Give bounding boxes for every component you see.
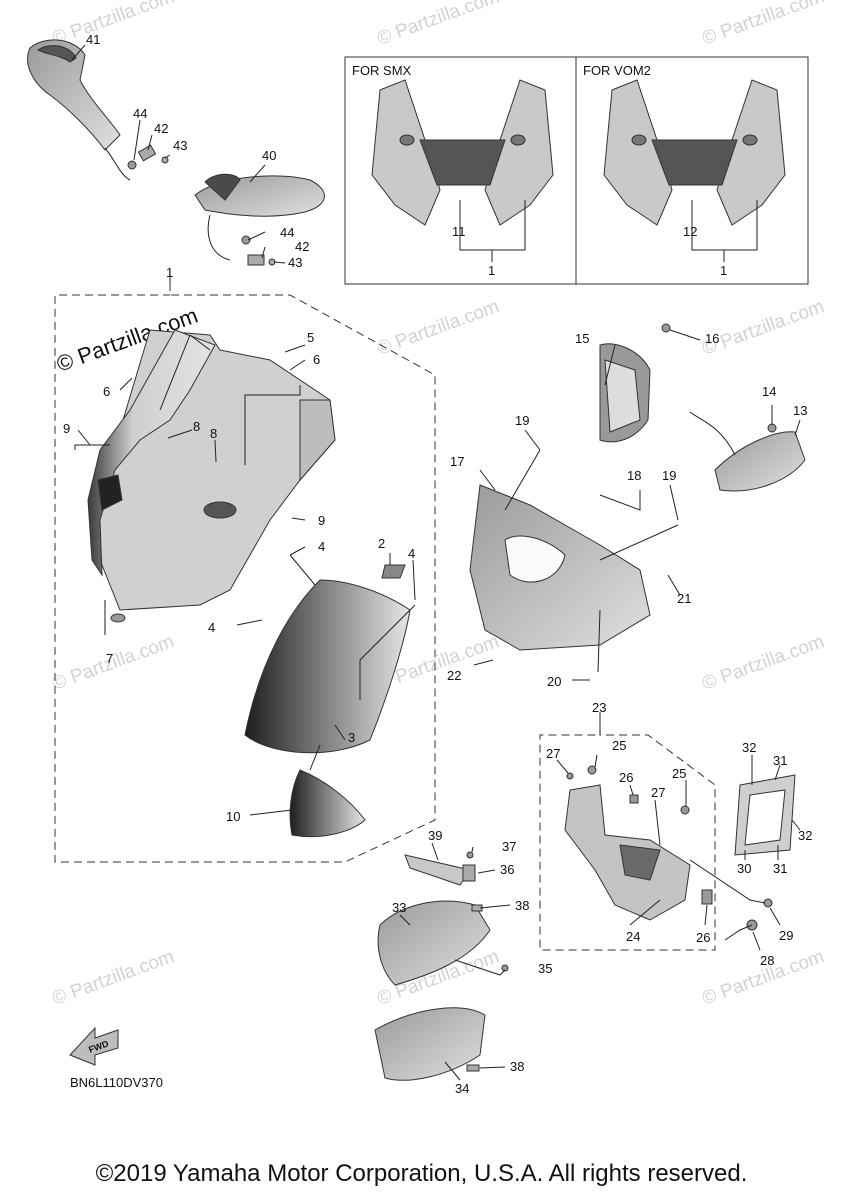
callout-label: 4 — [318, 539, 325, 554]
mirror-40 — [194, 173, 325, 266]
fwd-arrow-icon: FWD — [69, 1026, 119, 1066]
callout-label: 30 — [737, 861, 751, 876]
callout-label: 42 — [295, 239, 309, 254]
callout-label: 43 — [173, 138, 187, 153]
copyright-notice: ©2019 Yamaha Motor Corporation, U.S.A. A… — [95, 1160, 748, 1187]
callout-label: 43 — [288, 255, 302, 270]
watermark: © Partzilla.com — [375, 0, 502, 50]
callout-label: 41 — [86, 32, 100, 47]
callout-label: 12 — [683, 224, 697, 239]
callout-label: 6 — [103, 384, 110, 399]
inset-title-vom2: FOR VOM2 — [583, 63, 651, 78]
callout-label: 35 — [538, 961, 552, 976]
callout-label: 1 — [166, 265, 173, 280]
diagram-code: BN6L110DV370 — [70, 1075, 163, 1090]
callout-label: 19 — [515, 413, 529, 428]
callout-label: 15 — [575, 331, 589, 346]
callout-label: 2 — [378, 536, 385, 551]
callout-label: 28 — [760, 953, 774, 968]
watermark: © Partzilla.com — [375, 296, 502, 360]
callout-label: 26 — [619, 770, 633, 785]
callout-label: 44 — [133, 106, 147, 121]
leader-lines — [71, 44, 801, 1081]
watermark: © Partzilla.com — [700, 0, 827, 50]
callout-label: 3 — [348, 730, 355, 745]
callout-label: 32 — [742, 740, 756, 755]
headlight-assembly — [469, 323, 806, 651]
watermark: © Partzilla.com — [700, 296, 827, 360]
callout-label: 25 — [672, 766, 686, 781]
watermark: © Partzilla.com — [50, 631, 177, 695]
variant-inset: FOR SMX FOR VOM2 11 1 12 1 — [344, 56, 809, 285]
callout-label: 21 — [677, 591, 691, 606]
callout-label: 19 — [662, 468, 676, 483]
callout-label: 8 — [193, 419, 200, 434]
callout-label: 29 — [779, 928, 793, 943]
callout-label: 37 — [502, 839, 516, 854]
callout-label: 11 — [452, 224, 466, 239]
callout-label: 31 — [773, 753, 787, 768]
callout-label: 5 — [307, 330, 314, 345]
vent-panel — [734, 774, 796, 856]
callout-label: 9 — [63, 421, 70, 436]
callout-label: 13 — [793, 403, 807, 418]
callout-label: 27 — [546, 746, 560, 761]
callouts: 41 44 42 43 40 44 42 43 1 5 6 6 9 8 8 9 … — [63, 32, 812, 1096]
callout-label: 24 — [626, 929, 640, 944]
callout-label: 42 — [154, 121, 168, 136]
callout-label: 14 — [762, 384, 776, 399]
callout-label: 18 — [627, 468, 641, 483]
callout-label: 16 — [705, 331, 719, 346]
cowl-vom2 — [603, 79, 786, 226]
callout-label: 1 — [720, 263, 727, 278]
callout-label: 17 — [450, 454, 464, 469]
callout-label: 26 — [696, 930, 710, 945]
callout-label: 6 — [313, 352, 320, 367]
callout-label: 39 — [428, 828, 442, 843]
callout-label: 40 — [262, 148, 276, 163]
lower-parts — [374, 851, 509, 1081]
watermark: © Partzilla.com — [700, 631, 827, 695]
inset-title-smx: FOR SMX — [352, 63, 412, 78]
watermark: © Partzilla.com — [50, 946, 177, 1010]
callout-label: 38 — [515, 898, 529, 913]
callout-label: 25 — [612, 738, 626, 753]
callout-label: 20 — [547, 674, 561, 689]
callout-label: 32 — [798, 828, 812, 843]
callout-label: 38 — [510, 1059, 524, 1074]
bracket-assembly-group — [539, 715, 773, 951]
mirror-41 — [27, 39, 169, 181]
callout-label: 33 — [392, 900, 406, 915]
callout-label: 23 — [592, 700, 606, 715]
callout-label: 22 — [447, 668, 461, 683]
callout-label: 4 — [208, 620, 215, 635]
callout-label: 31 — [773, 861, 787, 876]
callout-label: 44 — [280, 225, 294, 240]
callout-label: 36 — [500, 862, 514, 877]
callout-label: 10 — [226, 809, 240, 824]
callout-label: 34 — [455, 1081, 469, 1096]
callout-label: 4 — [408, 546, 415, 561]
callout-label: 8 — [210, 426, 217, 441]
cowl-smx — [371, 79, 554, 226]
cowling-assembly-group — [54, 283, 436, 863]
callout-label: 1 — [488, 263, 495, 278]
callout-label: 27 — [651, 785, 665, 800]
callout-label: 9 — [318, 513, 325, 528]
callout-label: 7 — [106, 651, 113, 666]
